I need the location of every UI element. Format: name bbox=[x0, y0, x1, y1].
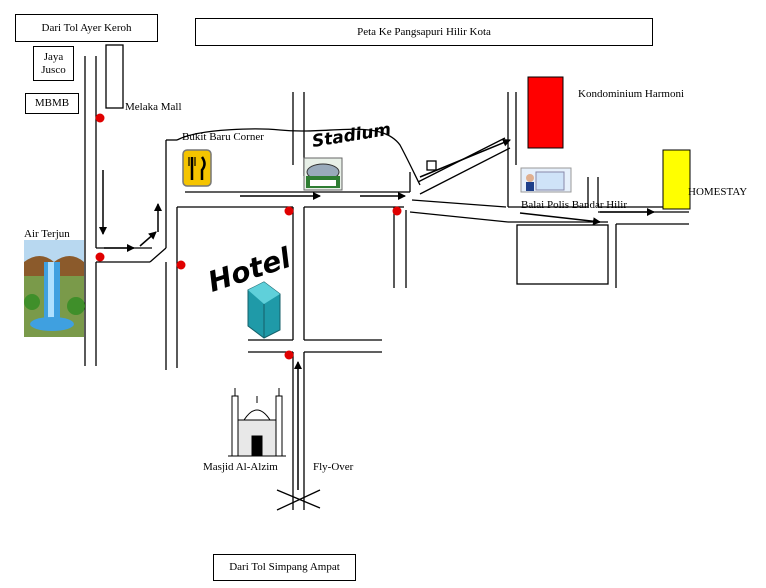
restaurant-icon bbox=[182, 149, 212, 187]
traffic-light bbox=[176, 260, 186, 270]
traffic-light bbox=[95, 113, 105, 123]
direction-arrows bbox=[99, 138, 655, 490]
flyover-hatch bbox=[276, 489, 321, 509]
arrow bbox=[419, 138, 511, 178]
road-line bbox=[176, 128, 421, 186]
flyover-label: Fly-Over bbox=[313, 461, 354, 473]
road-line bbox=[149, 247, 167, 263]
road-line bbox=[409, 211, 509, 223]
map-title-box: Peta Ke Pangsapuri Hilir Kota bbox=[195, 18, 653, 46]
road-line bbox=[411, 199, 507, 208]
road-network bbox=[84, 44, 689, 511]
waterfall-icon bbox=[24, 240, 85, 337]
city-block bbox=[516, 224, 609, 285]
homestay-block bbox=[662, 149, 691, 210]
melaka-mall-label: Melaka Mall bbox=[125, 101, 182, 113]
flyover-hatch bbox=[276, 489, 321, 511]
mosque-icon bbox=[228, 388, 286, 457]
bukit-baru-corner-label: Bukit Baru Corner bbox=[182, 131, 264, 143]
jaya-jusco-box: Jaya Jusco bbox=[33, 46, 74, 81]
arrow bbox=[139, 231, 157, 247]
hotel-building-icon bbox=[247, 281, 281, 339]
stadium-label: Stadium bbox=[311, 120, 393, 152]
from-ayer-keroh-box: Dari Tol Ayer Keroh bbox=[15, 14, 158, 42]
traffic-light bbox=[284, 206, 294, 216]
balai-polis-label: Balai Polis Bandar Hilir bbox=[521, 199, 628, 211]
mbmb-box: MBMB bbox=[25, 93, 79, 114]
stadium-icon bbox=[303, 157, 343, 191]
homestay-label: HOMESTAY bbox=[688, 186, 748, 198]
kondominium-label: Kondominium Harmoni bbox=[578, 88, 685, 100]
traffic-light bbox=[392, 206, 402, 216]
traffic-lights bbox=[95, 113, 402, 360]
masjid-label: Masjid Al-Alzim bbox=[203, 461, 278, 473]
arrow bbox=[519, 212, 601, 226]
traffic-light bbox=[95, 252, 105, 262]
traffic-light bbox=[284, 350, 294, 360]
police-station-icon bbox=[520, 167, 572, 193]
air-terjun-label: Air Terjun bbox=[24, 228, 70, 240]
from-simpang-ampat-box: Dari Tol Simpang Ampat bbox=[213, 554, 356, 581]
roundabout-marker bbox=[426, 160, 437, 171]
building-outline bbox=[105, 44, 124, 109]
kondominium-block bbox=[527, 76, 564, 149]
road-line bbox=[419, 147, 511, 195]
